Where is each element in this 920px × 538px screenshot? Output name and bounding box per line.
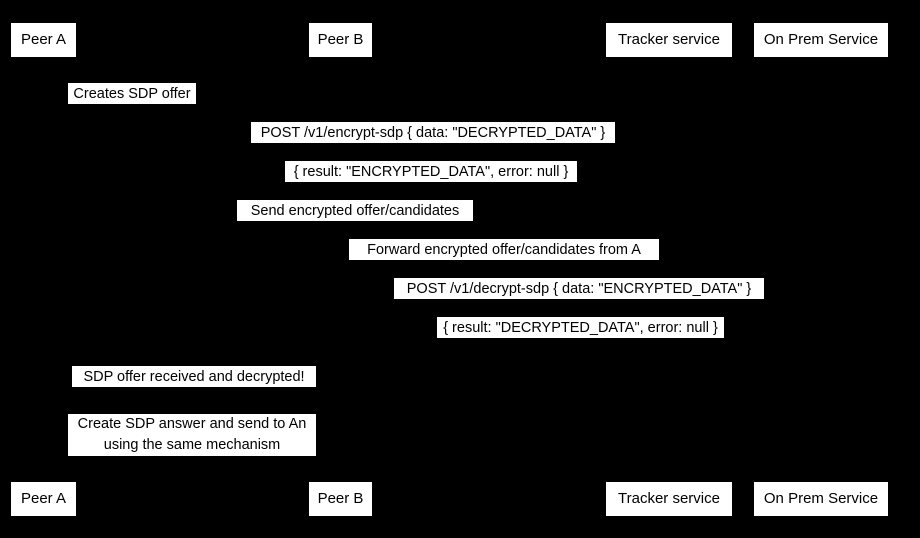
message-sdp-offer-received[interactable]: SDP offer received and decrypted! bbox=[72, 366, 316, 387]
message-label: POST /v1/decrypt-sdp { data: "ENCRYPTED_… bbox=[406, 281, 752, 297]
message-post-encrypt-sdp[interactable]: POST /v1/encrypt-sdp { data: "DECRYPTED_… bbox=[251, 122, 615, 143]
participant-label: Peer A bbox=[20, 30, 67, 48]
message-label-line-2: using the same mechanism bbox=[103, 437, 281, 453]
participant-label: Peer B bbox=[317, 489, 364, 507]
message-label: Forward encrypted offer/candidates from … bbox=[367, 242, 641, 258]
participant-tracker-service-top[interactable]: Tracker service bbox=[605, 22, 733, 58]
participant-on-prem-service-top[interactable]: On Prem Service bbox=[753, 22, 889, 58]
message-forward-encrypted-offer[interactable]: Forward encrypted offer/candidates from … bbox=[349, 239, 659, 260]
participant-peer-a-top[interactable]: Peer A bbox=[10, 22, 77, 58]
participant-label: Tracker service bbox=[618, 489, 720, 507]
participant-label: On Prem Service bbox=[763, 30, 879, 48]
participant-label: Peer A bbox=[20, 489, 67, 507]
participant-peer-a-bottom[interactable]: Peer A bbox=[10, 481, 77, 517]
message-label: Send encrypted offer/candidates bbox=[250, 203, 460, 219]
message-post-decrypt-sdp[interactable]: POST /v1/decrypt-sdp { data: "ENCRYPTED_… bbox=[394, 278, 764, 299]
message-decrypt-sdp-result[interactable]: { result: "DECRYPTED_DATA", error: null … bbox=[437, 317, 724, 338]
message-creates-sdp-offer[interactable]: Creates SDP offer bbox=[68, 83, 196, 104]
participant-tracker-service-bottom[interactable]: Tracker service bbox=[605, 481, 733, 517]
participant-label: Tracker service bbox=[618, 30, 720, 48]
participant-on-prem-service-bottom[interactable]: On Prem Service bbox=[753, 481, 889, 517]
message-label: Creates SDP offer bbox=[73, 86, 191, 102]
message-label-line-1: Create SDP answer and send to An bbox=[77, 416, 307, 432]
message-create-sdp-answer[interactable]: Create SDP answer and send to An using t… bbox=[68, 414, 316, 456]
message-label: POST /v1/encrypt-sdp { data: "DECRYPTED_… bbox=[260, 125, 606, 141]
participant-label: On Prem Service bbox=[763, 489, 879, 507]
message-label: { result: "ENCRYPTED_DATA", error: null … bbox=[293, 164, 569, 180]
message-label: SDP offer received and decrypted! bbox=[83, 369, 305, 385]
participant-peer-b-top[interactable]: Peer B bbox=[308, 22, 373, 58]
participant-peer-b-bottom[interactable]: Peer B bbox=[308, 481, 373, 517]
participant-label: Peer B bbox=[317, 30, 364, 48]
message-send-encrypted-offer[interactable]: Send encrypted offer/candidates bbox=[237, 200, 473, 221]
message-label: { result: "DECRYPTED_DATA", error: null … bbox=[443, 320, 718, 336]
message-encrypt-sdp-result[interactable]: { result: "ENCRYPTED_DATA", error: null … bbox=[285, 161, 577, 182]
